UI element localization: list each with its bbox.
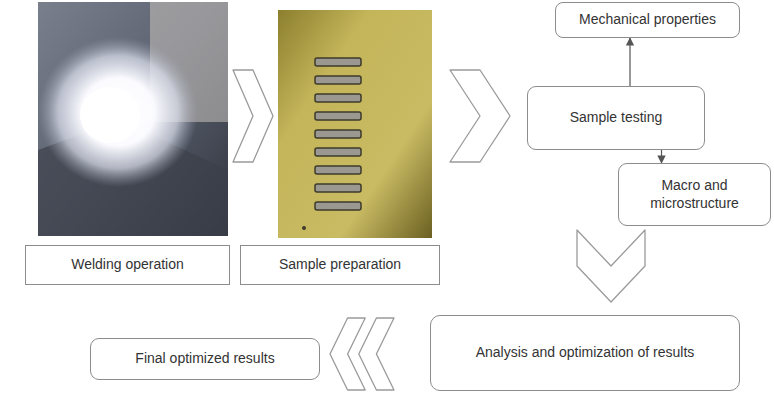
- chevron-arrow: [577, 230, 645, 302]
- chevron-arrow: [330, 318, 394, 390]
- box-label: Sample testing: [570, 109, 663, 127]
- process-box: Macro and microstructure: [618, 163, 771, 226]
- process-box: Analysis and optimization of results: [430, 315, 740, 391]
- box-label: Mechanical properties: [579, 11, 716, 29]
- box-label: Sample preparation: [279, 256, 401, 274]
- box-label: Final optimized results: [135, 350, 274, 368]
- process-box: Welding operation: [25, 245, 230, 285]
- process-box: Sample testing: [527, 86, 705, 150]
- process-box: Final optimized results: [90, 338, 320, 380]
- chevron-arrow: [233, 70, 273, 162]
- box-label: Macro and microstructure: [635, 177, 755, 212]
- sample-plate-photo: [278, 10, 432, 238]
- arrow-connector: [661, 150, 662, 163]
- chevron-arrow: [450, 70, 510, 162]
- process-box: Mechanical properties: [555, 2, 740, 38]
- arrow-connector: [629, 38, 630, 86]
- box-label: Welding operation: [71, 256, 184, 274]
- welding-photo: [38, 2, 228, 236]
- process-box: Sample preparation: [240, 245, 440, 285]
- box-label: Analysis and optimization of results: [476, 344, 695, 362]
